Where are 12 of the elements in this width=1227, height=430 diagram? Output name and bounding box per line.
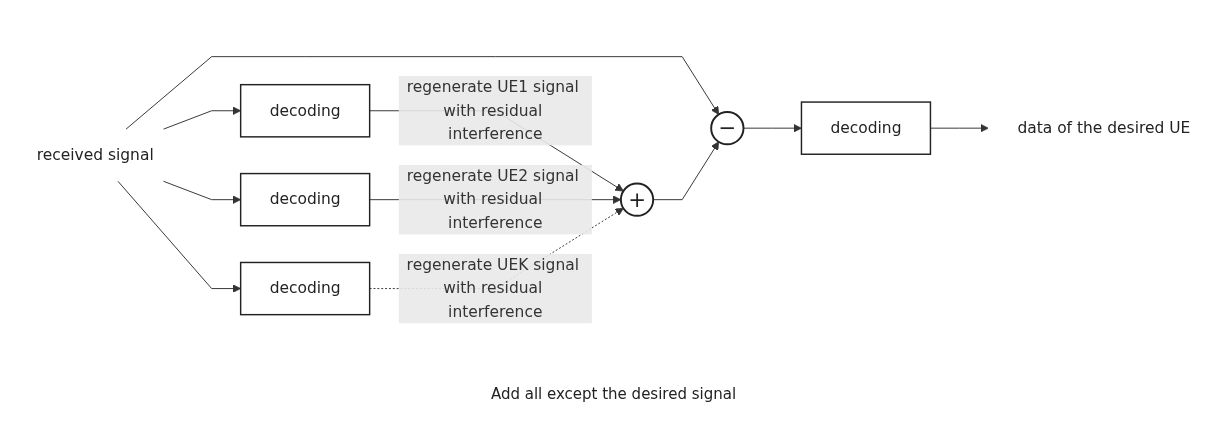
- edge-label: regenerate UE1 signal with residual interference: [406, 77, 579, 143]
- node-box: decoding: [239, 261, 371, 316]
- edge-label: regenerate UE2 signal with residual interference: [406, 166, 579, 232]
- node-box: decoding: [800, 101, 932, 155]
- note-text: Add all except the desired signal: [490, 385, 737, 403]
- node-text: received signal: [36, 145, 154, 164]
- node-box: decoding: [239, 172, 371, 227]
- node-text: data of the desired UE: [1017, 118, 1191, 137]
- edge-label: regenerate UEK signal with residual interference: [406, 255, 579, 321]
- node-box: decoding: [239, 83, 371, 138]
- node-circle: −: [710, 111, 745, 146]
- node-circle: +: [619, 182, 655, 217]
